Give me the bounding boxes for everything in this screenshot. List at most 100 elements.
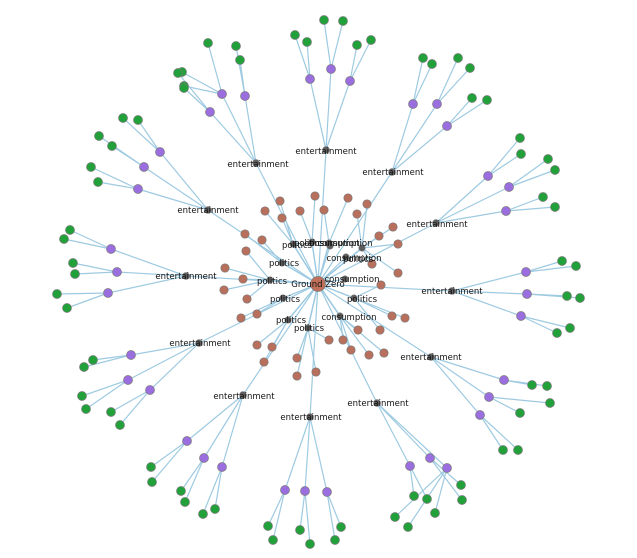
leaf-node[interactable] [542,381,552,391]
category-node[interactable] [516,311,526,321]
leaf-node[interactable] [79,362,89,372]
leaf-node[interactable] [513,445,523,455]
leaf-node[interactable] [65,225,75,235]
category-node[interactable] [345,76,355,86]
satellite-node[interactable] [387,311,397,321]
cluster-hub-node[interactable] [182,272,190,280]
leaf-node[interactable] [418,53,428,63]
category-node[interactable] [499,375,509,385]
cluster-hub-node[interactable] [432,219,440,227]
leaf-node[interactable] [482,95,492,105]
leaf-node[interactable] [52,289,62,299]
satellite-node[interactable] [238,274,248,284]
satellite-node[interactable] [292,371,302,381]
category-node[interactable] [405,461,415,471]
leaf-node[interactable] [133,115,143,125]
leaf-node[interactable] [210,504,220,514]
leaf-node[interactable] [147,477,157,487]
category-node[interactable] [322,487,332,497]
leaf-node[interactable] [86,162,96,172]
satellite-node[interactable] [277,213,287,223]
leaf-node[interactable] [106,407,116,417]
satellite-node[interactable] [352,209,362,219]
category-node[interactable] [126,350,136,360]
leaf-node[interactable] [302,37,312,47]
satellite-node[interactable] [393,239,403,249]
category-node[interactable] [155,147,165,157]
satellite-node[interactable] [311,367,321,377]
leaf-node[interactable] [552,328,562,338]
category-node[interactable] [205,107,215,117]
hub-node[interactable] [278,259,286,267]
leaf-node[interactable] [59,234,69,244]
leaf-node[interactable] [180,497,190,507]
leaf-node[interactable] [457,495,467,505]
hub-node[interactable] [304,324,312,332]
leaf-node[interactable] [515,133,525,143]
leaf-node[interactable] [565,323,575,333]
leaf-node[interactable] [231,41,241,51]
leaf-node[interactable] [290,30,300,40]
leaf-node[interactable] [571,261,581,271]
cluster-hub-node[interactable] [195,339,203,347]
category-node[interactable] [217,89,227,99]
leaf-node[interactable] [93,177,103,187]
category-node[interactable] [522,289,532,299]
hub-node[interactable] [284,316,292,324]
category-node[interactable] [123,375,133,385]
satellite-node[interactable] [295,206,305,216]
satellite-node[interactable] [252,340,262,350]
leaf-node[interactable] [118,113,128,123]
category-node[interactable] [103,288,113,298]
leaf-node[interactable] [498,445,508,455]
satellite-node[interactable] [393,268,403,278]
satellite-node[interactable] [219,285,229,295]
leaf-node[interactable] [427,59,437,69]
category-node[interactable] [442,463,452,473]
leaf-node[interactable] [422,494,432,504]
category-node[interactable] [432,99,442,109]
satellite-node[interactable] [241,246,251,256]
satellite-node[interactable] [292,353,302,363]
leaf-node[interactable] [330,535,340,545]
hub-node[interactable] [341,275,349,283]
category-node[interactable] [182,436,192,446]
leaf-node[interactable] [81,404,91,414]
leaf-node[interactable] [173,68,183,78]
satellite-node[interactable] [367,259,377,269]
leaf-node[interactable] [465,63,475,73]
leaf-node[interactable] [268,535,278,545]
leaf-node[interactable] [366,35,376,45]
leaf-node[interactable] [538,192,548,202]
satellite-node[interactable] [379,348,389,358]
leaf-node[interactable] [515,408,525,418]
cluster-hub-node[interactable] [373,399,381,407]
leaf-node[interactable] [467,93,477,103]
root-node[interactable] [310,276,326,292]
leaf-node[interactable] [453,53,463,63]
satellite-node[interactable] [376,280,386,290]
cluster-hub-node[interactable] [252,159,260,167]
category-node[interactable] [139,162,149,172]
leaf-node[interactable] [456,480,466,490]
category-node[interactable] [133,184,143,194]
leaf-node[interactable] [295,525,305,535]
category-node[interactable] [300,486,310,496]
hub-node[interactable] [342,253,350,261]
leaf-node[interactable] [77,391,87,401]
leaf-node[interactable] [176,486,186,496]
cluster-hub-node[interactable] [306,413,314,421]
leaf-node[interactable] [263,521,273,531]
category-node[interactable] [305,74,315,84]
leaf-node[interactable] [235,55,245,65]
leaf-node[interactable] [62,303,72,313]
category-node[interactable] [521,267,531,277]
cluster-hub-node[interactable] [204,206,212,214]
leaf-node[interactable] [430,508,440,518]
leaf-node[interactable] [94,131,104,141]
satellite-node[interactable] [324,335,334,345]
satellite-node[interactable] [346,345,356,355]
category-node[interactable] [475,410,485,420]
category-node[interactable] [240,91,250,101]
leaf-node[interactable] [403,522,413,532]
